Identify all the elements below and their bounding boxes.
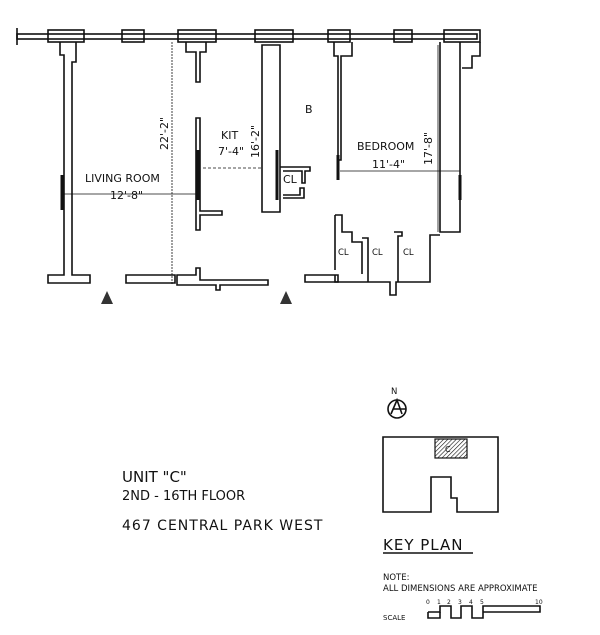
north-label: N — [391, 387, 397, 397]
kitchen-width: 7'-4" — [218, 145, 244, 158]
floors-label: 2ND - 16TH FLOOR — [122, 489, 245, 504]
kitchen-length: 16'-2" — [249, 125, 262, 158]
note-text: ALL DIMENSIONS ARE APPROXIMATE — [383, 584, 537, 594]
key-plan-title: KEY PLAN — [383, 536, 463, 554]
key-plan-building — [382, 436, 499, 513]
bedroom-width: 11'-4" — [372, 158, 405, 171]
living-room-length: 22'-2" — [158, 117, 171, 150]
key-plan-unit-marker: C — [445, 445, 451, 454]
scale-tick: 1 — [437, 599, 441, 606]
scale-tick: 3 — [458, 599, 462, 606]
bedroom-length: 17'-8" — [422, 132, 435, 165]
key-plan-unit-highlight — [434, 438, 468, 459]
note-heading: NOTE: — [383, 573, 409, 583]
unit-label: UNIT "C" — [122, 468, 187, 486]
scale-bar — [427, 605, 541, 619]
living-room-width: 12'-8" — [110, 189, 143, 202]
north-arrow-icon — [387, 397, 407, 419]
scale-label: SCALE — [383, 614, 405, 622]
bath-walls — [280, 166, 311, 199]
closet-label: CL — [372, 248, 383, 258]
scale-tick: 10 — [535, 599, 543, 606]
scale-tick: 5 — [480, 599, 484, 606]
closet-label: CL — [338, 248, 349, 258]
scale-tick: 4 — [469, 599, 473, 606]
scale-tick: 0 — [426, 599, 430, 606]
bedroom-walls — [304, 42, 462, 296]
closet-label: CL — [403, 248, 414, 258]
bedroom-label: BEDROOM — [357, 140, 414, 153]
exterior-wall — [16, 28, 481, 69]
living-room-label: LIVING ROOM — [85, 172, 160, 185]
kitchen-label: KIT — [221, 129, 238, 142]
living-room-walls — [47, 42, 176, 285]
address-label: 467 CENTRAL PARK WEST — [122, 518, 323, 534]
kitchen-walls — [176, 42, 281, 291]
bath-label: B — [305, 103, 313, 116]
entry-marker-icon — [280, 291, 292, 304]
scale-tick: 2 — [447, 599, 451, 606]
closet-label: CL — [283, 173, 298, 186]
entry-marker-icon — [101, 291, 113, 304]
